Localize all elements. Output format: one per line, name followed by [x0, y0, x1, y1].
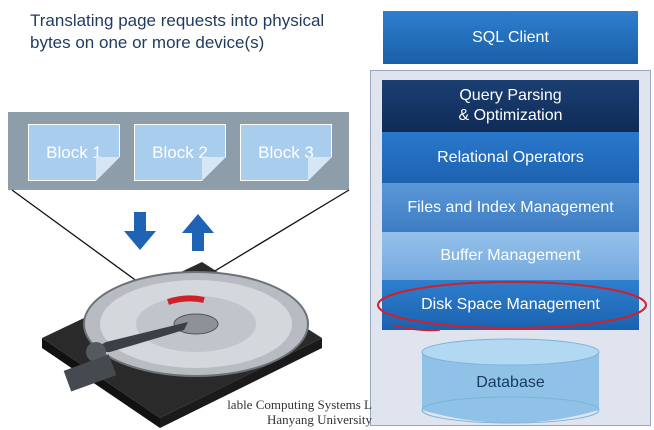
- block-2: Block 2: [134, 124, 226, 181]
- layer-query-parsing: Query Parsing & Optimization: [382, 80, 639, 132]
- layer-query-parsing-line2: & Optimization: [458, 107, 563, 124]
- page-fold-icon: [202, 157, 226, 181]
- footer-line-1: lable Computing Systems L: [227, 397, 372, 412]
- footer-credit: lable Computing Systems L Hanyang Univer…: [150, 397, 372, 427]
- layer-relational-operators: Relational Operators: [382, 132, 639, 183]
- footer-line-2: Hanyang University: [266, 412, 372, 427]
- block-1: Block 1: [28, 124, 120, 181]
- layer-files-index: Files and Index Management: [382, 183, 639, 232]
- layer-query-parsing-line1: Query Parsing: [459, 87, 562, 104]
- arrow-up-icon: [182, 214, 214, 251]
- block-3-label: Block 3: [258, 142, 314, 162]
- database-label: Database: [476, 374, 545, 391]
- sql-client-box: SQL Client: [383, 11, 638, 64]
- page-fold-icon: [96, 157, 120, 181]
- database-cylinder-icon: [421, 338, 600, 424]
- layer-disk-space: Disk Space Management: [382, 280, 639, 330]
- projection-line-right: [169, 189, 350, 299]
- page-fold-icon: [308, 157, 332, 181]
- projection-line-left: [11, 189, 161, 299]
- block-1-label: Block 1: [46, 142, 102, 162]
- block-3: Block 3: [240, 124, 332, 181]
- block-2-label: Block 2: [152, 142, 208, 162]
- slide-caption: Translating page requests into physical …: [30, 11, 325, 52]
- layer-buffer: Buffer Management: [382, 232, 639, 280]
- arrow-down-icon: [124, 212, 156, 250]
